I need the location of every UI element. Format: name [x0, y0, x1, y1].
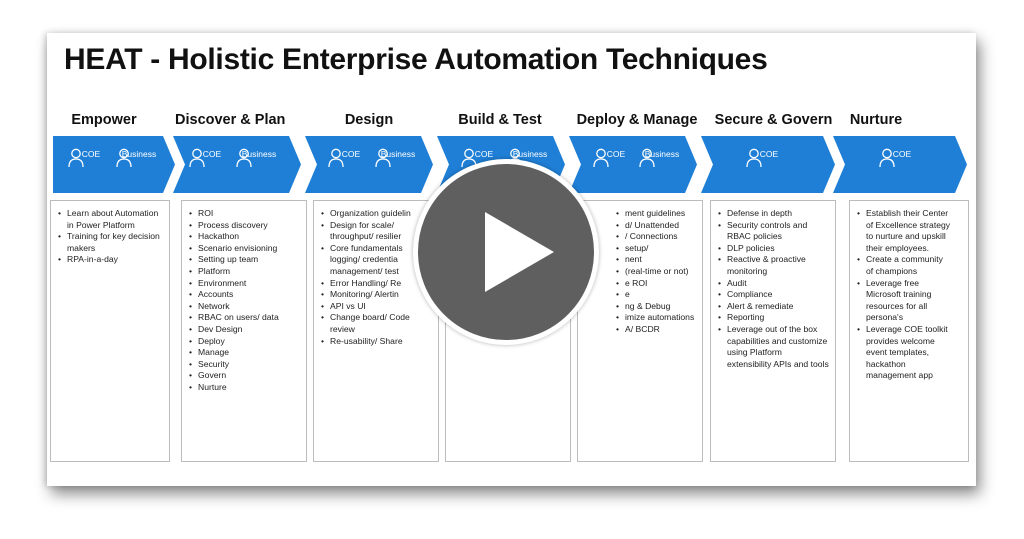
list-item: Manage: [189, 347, 300, 359]
role-business: Business: [639, 148, 685, 168]
role-coe: COE: [746, 148, 792, 168]
role-business: Business: [116, 148, 162, 168]
stage-chevron-empower: COE Business: [53, 136, 175, 193]
list-item: Leverage COE toolkit provides welcome ev…: [857, 324, 962, 382]
list-item: Defense in depth: [718, 208, 829, 220]
stage-chevron-nurture: COE: [833, 136, 967, 193]
list-item: / Connections: [616, 231, 696, 243]
list-item: Core fundamentals logging/ credentia man…: [321, 243, 432, 278]
stage-heading-deploy-manage: Deploy & Manage: [576, 112, 698, 128]
list-item: ng & Debug: [616, 301, 696, 313]
stage-list: Organization guidelinDesign for scale/ t…: [314, 201, 438, 347]
role-coe: COE: [328, 148, 374, 168]
stage-list: Learn about Automation in Power Platform…: [51, 201, 169, 266]
role-coe: COE: [461, 148, 507, 168]
stage-box-discover-plan: ROIProcess discoveryHackathonScenario en…: [181, 200, 307, 462]
person-icon: [328, 148, 344, 168]
slide-title: HEAT - Holistic Enterprise Automation Te…: [64, 43, 768, 76]
list-item: Network: [189, 301, 300, 313]
person-icon: [236, 148, 252, 168]
person-icon: [375, 148, 391, 168]
person-icon: [746, 148, 762, 168]
list-item: ROI: [189, 208, 300, 220]
list-item: setup/: [616, 243, 696, 255]
list-item: Design for scale/ throughput/ resilier: [321, 220, 432, 243]
list-item: Reactive & proactive monitoring: [718, 254, 829, 277]
list-item: Organization guidelin: [321, 208, 432, 220]
list-item: Learn about Automation in Power Platform: [58, 208, 163, 231]
stage-heading-nurture: Nurture: [849, 112, 903, 128]
list-item: nent: [616, 254, 696, 266]
person-icon: [116, 148, 132, 168]
stage-list: Establish their Center of Excellence str…: [850, 201, 968, 382]
stage-chevron-discover-plan: COE Business: [173, 136, 301, 193]
list-item: A/ BCDR: [616, 324, 696, 336]
list-item: e: [616, 289, 696, 301]
stage-chevron-deploy-manage: COE Business: [569, 136, 697, 193]
stage-heading-discover-plan: Discover & Plan: [175, 112, 286, 128]
role-business: Business: [375, 148, 421, 168]
list-item: Establish their Center of Excellence str…: [857, 208, 962, 254]
list-item: Security controls and RBAC policies: [718, 220, 829, 243]
role-coe: COE: [68, 148, 114, 168]
list-item: Platform: [189, 266, 300, 278]
list-item: Compliance: [718, 289, 829, 301]
stage-list: ment guidelinesd/ Unattended/ Connection…: [578, 201, 702, 336]
role-coe: COE: [189, 148, 235, 168]
list-item: Setting up team: [189, 254, 300, 266]
stage-chevron-design: COE Business: [305, 136, 433, 193]
list-item: Deploy: [189, 336, 300, 348]
list-item: Error Handling/ Re: [321, 278, 432, 290]
list-item: Alert & remediate: [718, 301, 829, 313]
stage-list: Defense in depthSecurity controls and RB…: [711, 201, 835, 370]
list-item: imize automations: [616, 312, 696, 324]
list-item: Govern: [189, 370, 300, 382]
video-play-button[interactable]: [413, 159, 599, 345]
person-icon: [593, 148, 609, 168]
stage-box-secure-govern: Defense in depthSecurity controls and RB…: [710, 200, 836, 462]
role-coe: COE: [593, 148, 639, 168]
list-item: Nurture: [189, 382, 300, 394]
list-item: e ROI: [616, 278, 696, 290]
list-item: Reporting: [718, 312, 829, 324]
list-item: DLP policies: [718, 243, 829, 255]
list-item: Security: [189, 359, 300, 371]
list-item: RPA-in-a-day: [58, 254, 163, 266]
stage-heading-empower: Empower: [71, 112, 137, 128]
list-item: Dev Design: [189, 324, 300, 336]
person-icon: [639, 148, 655, 168]
list-item: RBAC on users/ data: [189, 312, 300, 324]
play-icon: [485, 212, 554, 292]
list-item: Scenario envisioning: [189, 243, 300, 255]
list-item: ment guidelines: [616, 208, 696, 220]
stage-chevron-secure-govern: COE: [701, 136, 835, 193]
list-item: Change board/ Code review: [321, 312, 432, 335]
role-business: Business: [236, 148, 282, 168]
list-item: Re-usability/ Share: [321, 336, 432, 348]
list-item: Accounts: [189, 289, 300, 301]
person-icon: [68, 148, 84, 168]
list-item: Monitoring/ Alertin: [321, 289, 432, 301]
list-item: Audit: [718, 278, 829, 290]
list-item: Leverage free Microsoft training resourc…: [857, 278, 962, 324]
stage-box-empower: Learn about Automation in Power Platform…: [50, 200, 170, 462]
list-item: Leverage out of the box capabilities and…: [718, 324, 829, 370]
person-icon: [879, 148, 895, 168]
list-item: Environment: [189, 278, 300, 290]
list-item: Create a community of champions: [857, 254, 962, 277]
stage-list: ROIProcess discoveryHackathonScenario en…: [182, 201, 306, 394]
role-coe: COE: [879, 148, 925, 168]
stage-box-nurture: Establish their Center of Excellence str…: [849, 200, 969, 462]
person-icon: [189, 148, 205, 168]
list-item: Hackathon: [189, 231, 300, 243]
list-item: API vs UI: [321, 301, 432, 313]
stage-heading-secure-govern: Secure & Govern: [714, 112, 833, 128]
list-item: Training for key decision makers: [58, 231, 163, 254]
list-item: (real-time or not): [616, 266, 696, 278]
list-item: Process discovery: [189, 220, 300, 232]
stage-heading-design: Design: [344, 112, 394, 128]
list-item: d/ Unattended: [616, 220, 696, 232]
role-business: Business: [507, 148, 553, 168]
stage-heading-build-test: Build & Test: [458, 112, 542, 128]
